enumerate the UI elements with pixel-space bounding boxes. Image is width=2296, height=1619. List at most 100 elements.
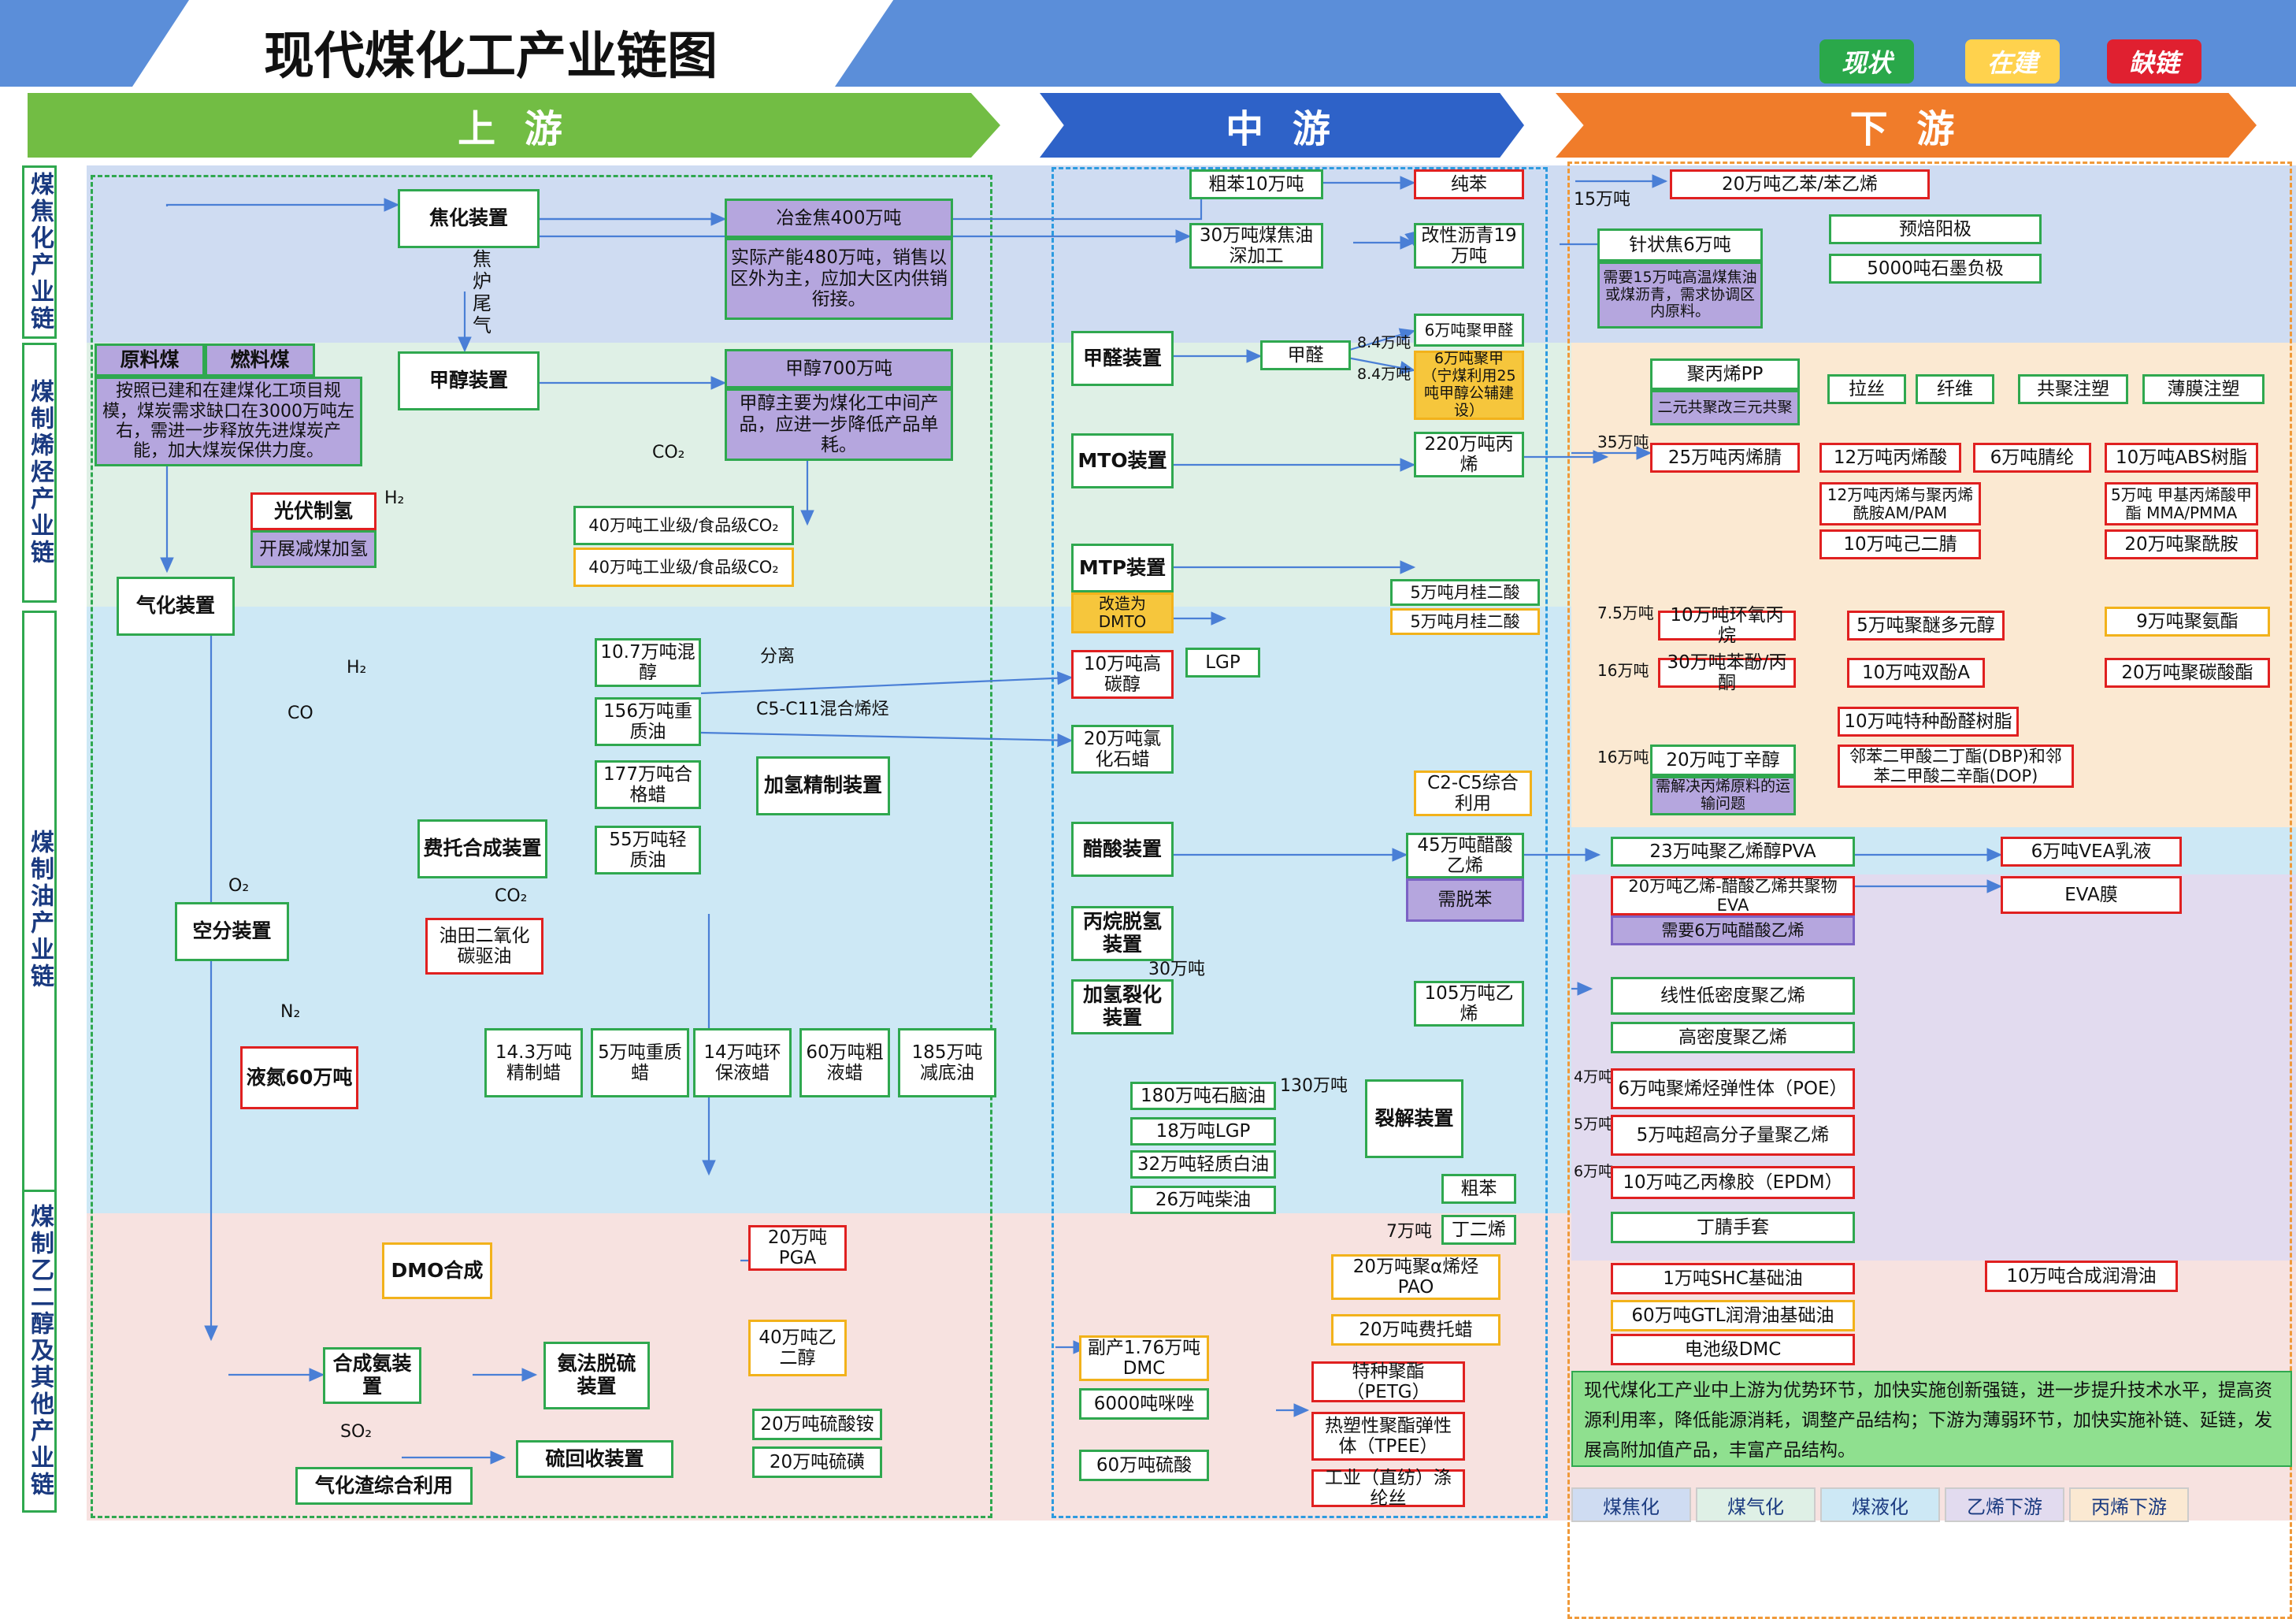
styrene: 20万吨乙苯/苯乙烯 [1670,169,1930,199]
pga: 20万吨PGA [748,1225,847,1271]
co-label: CO [287,704,313,723]
label-130: 130万吨 [1280,1076,1348,1096]
met-coke: 冶金焦400万吨 [725,199,953,238]
label-4: 4万吨 [1574,1068,1614,1086]
pv-note: 开展减煤加氢 [250,530,376,568]
heavy-oil-156: 156万吨重质油 [595,697,701,746]
label-8-4b: 8.4万吨 [1357,366,1411,383]
hydrocrack-unit: 加氢裂化装置 [1071,979,1174,1034]
c2c5: C2-C5综合利用 [1414,771,1532,816]
h2-label-a: H₂ [384,488,405,508]
diesel: 26万吨柴油 [1130,1186,1276,1214]
battery-dmc: 电池级DMC [1611,1334,1855,1365]
pp-lasi: 拉丝 [1827,374,1906,404]
wax-177: 177万吨合格蜡 [595,760,701,809]
pp-note: 二元共聚改三元共聚 [1650,390,1800,425]
acetic-unit: 醋酸装置 [1071,822,1174,877]
chlorinated-wax: 20万吨氯化石蜡 [1071,725,1174,774]
pva: 23万吨聚乙烯醇PVA [1611,837,1855,867]
mtp-note: 改造为DMTO [1071,592,1174,633]
pp-fiber: 纤维 [1916,374,1994,404]
legend-coking: 煤焦化 [1571,1487,1691,1522]
mixed-alcohol: 10.7万吨混醇 [595,638,701,687]
header-upstream: 上 游 [28,93,1000,158]
acrylic-fiber: 6万吨腈纶 [1973,443,2091,473]
pa: 20万吨聚酰胺 [2105,529,2258,559]
white-oil: 32万吨轻质白油 [1130,1150,1276,1179]
label-5: 5万吨 [1574,1116,1614,1133]
modified-pitch: 改性沥青19万吨 [1414,223,1524,269]
pp-copoly: 共聚注塑 [2018,374,2128,404]
tpee: 热塑性聚酯弹性体（TPEE） [1311,1412,1465,1461]
co2-label-a: CO₂ [652,443,685,462]
phenolic: 10万吨特种酚醛树脂 [1838,707,2019,737]
acrylic-acid: 12万吨丙烯酸 [1819,443,1961,473]
legend-building: 在建 [1965,39,2060,84]
hydro-refine: 加氢精制装置 [756,756,890,815]
lgp: LGP [1185,648,1260,678]
nbr-gloves: 丁腈手套 [1611,1212,1855,1243]
label-6: 6万吨 [1574,1163,1614,1180]
ammonia-unit: 合成氨装置 [323,1347,421,1404]
pom-6: 6万吨聚甲醛 [1414,314,1524,347]
legend-propylene: 丙烯下游 [2069,1487,2189,1522]
abs: 10万吨ABS树脂 [2105,443,2258,473]
pc: 20万吨聚碳酸酯 [2105,658,2270,688]
pao: 20万吨聚α烯烃PAO [1331,1254,1500,1300]
lauric-b: 5万吨月桂二酸 [1390,608,1540,635]
wax-14-3: 14.3万吨精制蜡 [484,1028,583,1097]
sulfur-recovery: 硫回收装置 [516,1440,673,1478]
coking-tail-label: 焦炉尾气 [473,248,491,336]
shc-oil: 1万吨SHC基础油 [1611,1263,1855,1294]
eva-film: EVA膜 [2001,876,2182,914]
formaldehyde-unit: 甲醛装置 [1071,331,1174,386]
mtp-unit: MTP装置 [1071,544,1174,592]
summary-box: 现代煤化工产业中上游为优势环节，加快实施创新强链，进一步提升技术水平，提高资源利… [1571,1371,2292,1467]
c5-label: C5-C11混合烯烃 [756,700,889,719]
gtl-oil: 60万吨GTL润滑油基础油 [1611,1300,1855,1331]
legend-ethylene: 乙烯下游 [1945,1487,2064,1522]
vae: 6万吨VEA乳液 [2001,837,2182,867]
side-label-olefin: 煤制烯烃产业链 [22,343,57,603]
coking-unit: 焦化装置 [398,189,540,248]
page-title: 现代煤化工产业链图 [264,28,718,86]
side-label-glycol: 煤制乙二醇及其他产业链 [22,1190,57,1513]
label-16a: 16万吨 [1597,661,1649,680]
ft-wax: 20万吨费托蜡 [1331,1314,1500,1346]
side-label-oil: 煤制油产业链 [22,611,57,1209]
pp-film: 薄膜注塑 [2142,374,2264,404]
legend-liquefaction: 煤液化 [1820,1487,1940,1522]
cracker-unit: 裂解装置 [1365,1079,1463,1158]
pu: 9万吨聚氨酯 [2105,607,2270,637]
polyether: 5万吨聚醚多元醇 [1847,611,2005,641]
hdpe: 高密度聚乙烯 [1611,1022,1855,1053]
legend-missing: 缺链 [2107,39,2201,84]
propylene-220: 220万吨丙烯 [1414,432,1524,477]
am-pam: 12万吨丙烯与聚丙烯酰胺AM/PAM [1819,482,1981,525]
epdm: 10万吨乙丙橡胶（EPDM） [1611,1166,1855,1199]
header-midstream: 中 游 [1040,93,1524,158]
o2-label: O₂ [228,876,250,896]
mto-unit: MTO装置 [1071,433,1174,488]
imidazole: 6000吨咪唑 [1079,1388,1209,1420]
h2-label-b: H₂ [347,658,367,678]
sulfur: 20万吨硫磺 [752,1446,882,1478]
uhmwpe: 5万吨超高分子量聚乙烯 [1611,1115,1855,1156]
slag-utilization: 气化渣综合利用 [295,1467,473,1505]
butadiene: 丁二烯 [1441,1215,1516,1245]
pom-6-building: 6万吨聚甲（宁煤利用25吨甲醇公辅建设） [1414,350,1524,420]
lauric-a: 5万吨月桂二酸 [1390,579,1540,606]
sulfuric-acid: 60万吨硫酸 [1079,1450,1209,1481]
methanol-note: 甲醇主要为煤化工中间产品，应进一步降低产品单耗。 [725,388,953,461]
crude-benzene-10: 粗苯10万吨 [1189,169,1323,199]
phenol: 30万吨苯酚/丙酮 [1658,652,1796,693]
header-downstream: 下 游 [1556,93,2257,158]
midstream-frame [1052,167,1548,1518]
amsulf: 20万吨硫酸铵 [752,1409,882,1440]
raw-coal: 原料煤 [95,343,205,377]
pp: 聚丙烯PP [1650,358,1800,390]
side-label-coke: 煤焦化产业链 [22,165,57,339]
synthetic-lube: 10万吨合成润滑油 [1985,1261,2178,1292]
poe: 6万吨聚烯烃弹性体（POE） [1611,1068,1855,1109]
asu: 空分装置 [175,902,289,961]
